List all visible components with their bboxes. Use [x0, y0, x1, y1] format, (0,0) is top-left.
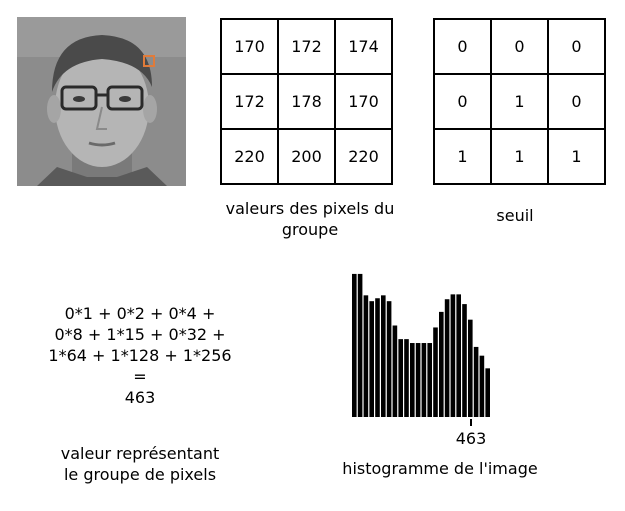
formula-line: 463 [124, 388, 156, 407]
value-caption-line2: le groupe de pixels [63, 465, 217, 484]
pixel-values-grid: 170 172 174 172 178 170 220 200 220 [220, 18, 393, 185]
threshold-grid: 0 0 0 0 1 0 1 1 1 [433, 18, 606, 185]
histogram-bar [450, 294, 456, 417]
histogram-bar [392, 325, 398, 417]
histogram-bar [375, 298, 380, 417]
histogram-bar [352, 273, 357, 417]
marker-label: 463 [456, 429, 487, 448]
pixel-values-caption: valeurs des pixels du groupe [205, 198, 415, 240]
histogram-bar [398, 339, 403, 417]
histogram-bar [468, 319, 473, 417]
pixel-values-caption-line2: groupe [281, 220, 339, 239]
histogram-chart: 463 [352, 273, 490, 448]
histogram-bar [415, 343, 421, 417]
histogram-bar [404, 339, 409, 417]
histogram-caption: histogramme de l'image [342, 459, 538, 478]
formula: 0*1 + 0*2 + 0*4 + 0*8 + 1*15 + 0*32 + 1*… [20, 303, 260, 408]
histogram-bar [473, 346, 479, 417]
face-photo [17, 17, 186, 186]
histogram-bar [462, 304, 467, 417]
formula-line: 0*1 + 0*2 + 0*4 + [64, 304, 216, 323]
histogram-bar [421, 343, 427, 417]
value-caption-line1: valeur représentant [60, 444, 220, 463]
pixel-value-cell: 170 [334, 73, 393, 130]
formula-line: 0*8 + 1*15 + 0*32 + [54, 325, 226, 344]
histogram-bar [444, 299, 450, 417]
threshold-cell: 1 [490, 73, 549, 130]
histogram-bar [381, 295, 386, 417]
histogram-bar [479, 355, 485, 417]
formula-line: 1*64 + 1*128 + 1*256 [48, 346, 232, 365]
pixel-value-cell: 178 [277, 73, 336, 130]
pixel-value-cell: 172 [277, 18, 336, 75]
pixel-group-highlight [143, 55, 155, 67]
formula-line: = [133, 367, 147, 386]
histogram-bar [363, 295, 369, 417]
threshold-cell: 0 [490, 18, 549, 75]
pixel-value-cell: 200 [277, 128, 336, 185]
histogram-bar [386, 301, 392, 417]
pixel-value-cell: 220 [220, 128, 279, 185]
threshold-cell: 1 [490, 128, 549, 185]
pixel-value-cell: 174 [334, 18, 393, 75]
histogram-bar [410, 343, 415, 417]
pixel-value-cell: 220 [334, 128, 393, 185]
threshold-cell: 0 [433, 73, 492, 130]
threshold-cell: 0 [433, 18, 492, 75]
threshold-caption: seuil [496, 206, 534, 225]
pixel-values-caption-line1: valeurs des pixels du [225, 199, 395, 218]
threshold-cell: 0 [547, 73, 606, 130]
histogram-bar [433, 327, 438, 417]
histogram-bar [456, 294, 461, 417]
histogram-bar [427, 343, 432, 417]
pixel-value-cell: 170 [220, 18, 279, 75]
histogram-bar [369, 301, 374, 417]
histogram-bar [357, 273, 363, 417]
value-caption: valeur représentant le groupe de pixels [30, 443, 250, 485]
histogram-bar [439, 311, 444, 417]
threshold-cell: 1 [547, 128, 606, 185]
threshold-cell: 0 [547, 18, 606, 75]
threshold-cell: 1 [433, 128, 492, 185]
pixel-value-cell: 172 [220, 73, 279, 130]
histogram-bar [485, 368, 490, 417]
